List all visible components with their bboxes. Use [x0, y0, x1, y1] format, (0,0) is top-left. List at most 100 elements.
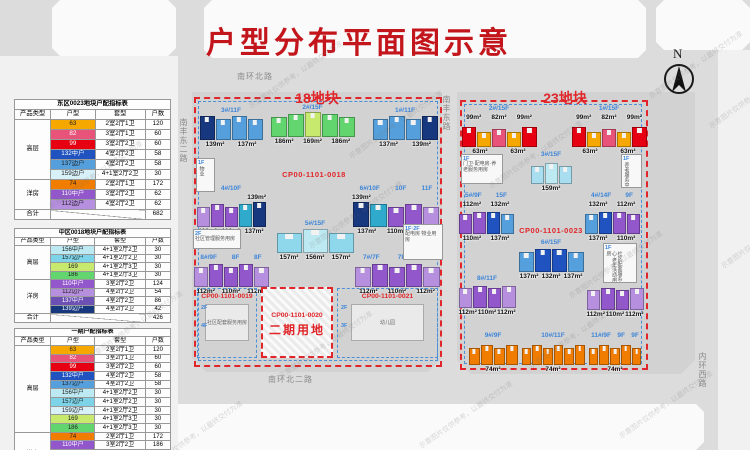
building-id-label: 8F [231, 254, 240, 261]
unit-type-cell: 63 [50, 119, 96, 130]
area-label: 110m² [387, 288, 407, 295]
count-cell: 30 [144, 245, 172, 255]
unit-segment [423, 267, 440, 287]
unit-segment [476, 132, 491, 147]
count-cell: 54 [144, 287, 172, 297]
unit-type-cell: 110中户 [50, 189, 96, 200]
area-label: 137m² [237, 141, 257, 148]
service-building-label: 社区管理服务用房 [195, 236, 236, 243]
block23-label: 23地块 [543, 90, 587, 106]
building-footprint [354, 262, 440, 287]
floor-label: 1F [463, 156, 470, 162]
area-label: 112m² [625, 311, 644, 318]
floor-label: 1F [198, 160, 205, 166]
count-cell: 172 [144, 179, 172, 190]
area-label: 169m² [303, 138, 322, 145]
unit-segment [487, 288, 501, 308]
unit-type-cell: 112边户 [50, 199, 96, 210]
building-footprint [196, 202, 266, 227]
building-id-label: 3#/11F [221, 107, 241, 114]
building-id-labels: 5#/15F [276, 219, 354, 228]
building-footprint [372, 115, 438, 140]
layout-cell: 4室2厅2卫 [94, 379, 146, 390]
unit-type-cell: 169 [50, 414, 96, 425]
count-cell: 30 [144, 262, 172, 272]
unit-type-cell: 132中户 [50, 370, 96, 381]
road-label-middle: 南丰东路 [442, 95, 451, 131]
building-id-labels: 6#/15F [518, 238, 584, 247]
building-id-label: 1#/15F [598, 105, 620, 112]
unit-segment [502, 286, 516, 308]
layout-cell: 2室2厅1卫 [94, 119, 146, 130]
unit-type-cell: 99 [50, 139, 96, 150]
area-label: 99m² [516, 114, 532, 121]
unit-segment [506, 345, 518, 365]
column-header: 户数 [144, 109, 172, 120]
unit-segment [472, 212, 486, 234]
floor-label: 4F [201, 323, 208, 329]
unit-segment [304, 112, 321, 137]
area-label: 156m² [305, 254, 325, 261]
layout-cell: 4+1室2厅2卫 [94, 397, 146, 407]
count-cell: 58 [144, 379, 172, 390]
column-header: 套型 [94, 109, 146, 120]
unit-segment [551, 249, 567, 272]
area-label: 137m² [379, 141, 398, 148]
building-footprint [588, 340, 642, 365]
floor-label: 3F [341, 323, 348, 329]
building-id-label: 4#/10F [220, 185, 242, 192]
building-footprint [458, 209, 514, 234]
unit-segment [553, 345, 564, 365]
area-label: 110m² [386, 228, 406, 235]
area-label: 82m² [491, 114, 507, 121]
area-label: 82m² [601, 114, 617, 121]
area-label: 74m² [545, 366, 561, 373]
layout-cell: 4室2厅2卫 [94, 159, 146, 170]
unit-segment [468, 348, 480, 365]
count-cell: 30 [144, 388, 172, 398]
background-parcel [718, 50, 750, 450]
floor-label: 1F [605, 245, 612, 251]
building-footprint [276, 228, 354, 253]
unit-segment [199, 116, 215, 140]
count-cell: 58 [144, 370, 172, 381]
building-id-label: 8F [254, 254, 262, 261]
count-cell: 62 [144, 199, 172, 210]
area-label: 63m² [582, 148, 598, 155]
area-label: 132m² [541, 273, 561, 280]
facility-building: 社区配套服务用房 [205, 304, 249, 342]
unit-segment [352, 202, 370, 227]
area-label: 132m² [490, 201, 510, 208]
unit-segment [599, 345, 610, 365]
layout-cell: 4室2厅2卫 [94, 287, 146, 297]
area-label: 110m² [605, 311, 625, 318]
unit-segment [270, 117, 287, 137]
unit-segment [387, 207, 405, 227]
unit-segment [247, 119, 263, 140]
count-cell: 120 [144, 119, 172, 130]
unit-segment [458, 214, 472, 234]
unit-segment [626, 214, 640, 234]
area-label: 137m² [357, 228, 377, 235]
unit-type-cell: 110中户 [50, 440, 96, 450]
unit-segment [568, 252, 584, 272]
service-building-label: 养老服务中心 [623, 162, 630, 188]
unit-type-cell: 156中户 [50, 245, 96, 255]
building-footprint [571, 122, 647, 147]
area-label: 99m² [626, 114, 642, 121]
layout-cell: 3室2厅2卫 [94, 362, 146, 372]
